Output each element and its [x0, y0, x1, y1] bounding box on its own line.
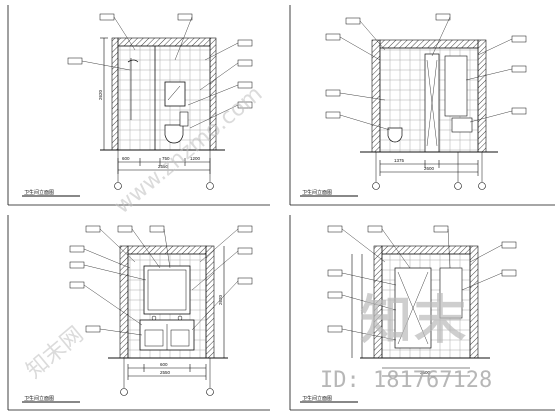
dim-c-mid: 600: [160, 362, 168, 367]
elevation-panel-a: [22, 13, 253, 197]
dim-a-total: 2550: [158, 164, 169, 169]
sheet-frame: [7, 5, 555, 411]
dim-b-total: 2600: [424, 166, 435, 171]
dim-a-mid: 750: [162, 156, 170, 161]
panel-title-b: 卫生间立面图: [302, 189, 332, 196]
elevation-panel-c: [22, 225, 253, 403]
dim-c-height: 2620: [218, 294, 223, 305]
panel-title-d: 卫生间立面图: [302, 395, 332, 402]
dim-a-left: 600: [122, 156, 130, 161]
dim-d-total: 3600: [420, 370, 431, 375]
elevation-panel-b: [300, 13, 527, 197]
dim-a-height: 2620: [98, 89, 103, 100]
dim-c-total: 2550: [160, 370, 171, 375]
panel-title-a: 卫生间立面图: [24, 189, 54, 196]
panel-title-c: 卫生间立面图: [24, 395, 54, 402]
dim-a-right: 1200: [190, 156, 201, 161]
elevation-panel-d: [300, 225, 517, 403]
dim-b-left: 1375: [394, 158, 405, 163]
